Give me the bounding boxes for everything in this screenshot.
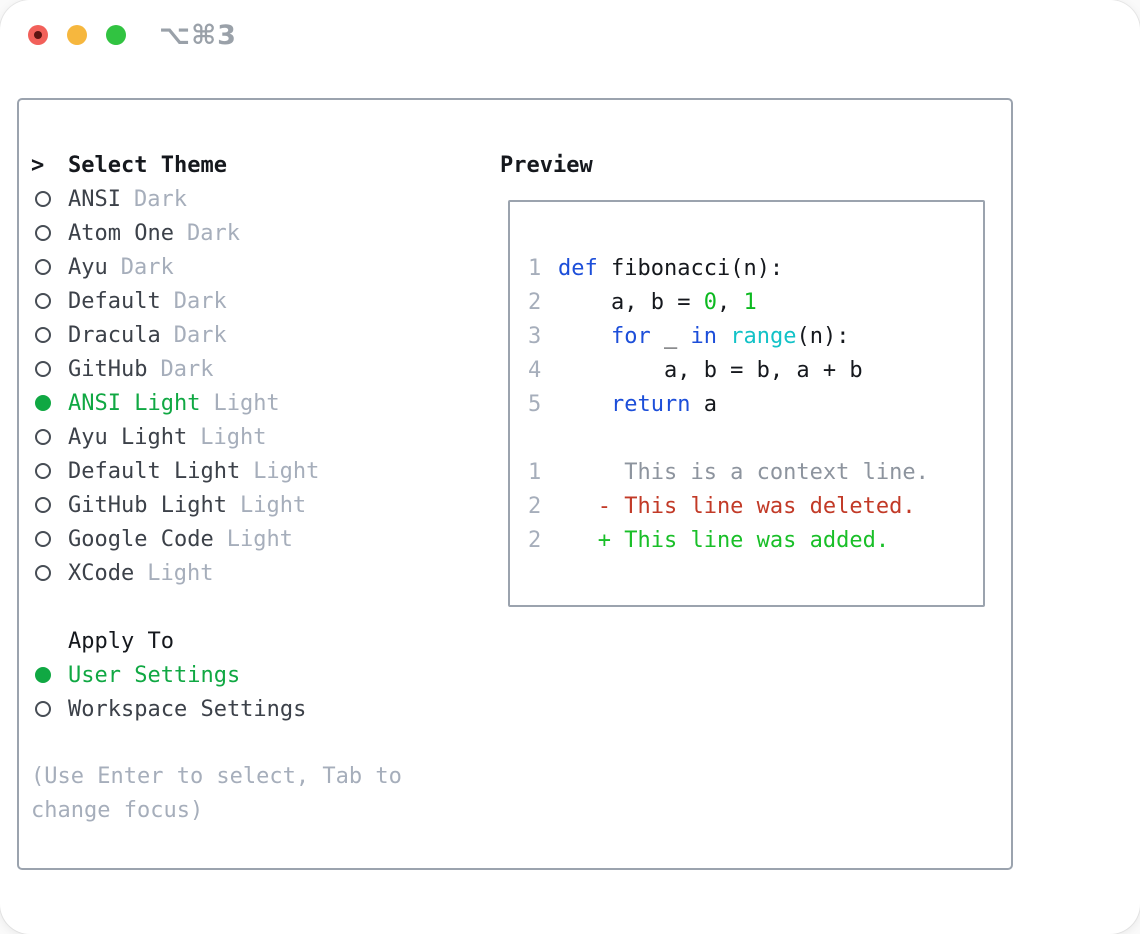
theme-variant-tag: Dark — [173, 288, 227, 314]
line-number: 2 — [528, 493, 542, 519]
theme-variant-tag: Light — [253, 458, 320, 484]
radio-icon — [31, 225, 68, 241]
theme-variant-tag: Light — [239, 492, 307, 518]
theme-variant-tag: Light — [147, 560, 214, 586]
diff-text: This is a context line. — [558, 459, 929, 485]
line-number: 4 — [528, 357, 542, 383]
code-line: 3 for _ in range(n): — [528, 319, 983, 353]
theme-variant-tag: Dark — [160, 356, 214, 382]
traffic-lights — [28, 25, 126, 45]
radio-selected-icon — [31, 667, 68, 683]
keyboard-hint: (Use Enter to select, Tab to change focu… — [31, 764, 402, 823]
code-text: def fibonacci(n): — [558, 255, 784, 281]
theme-variant-tag: Light — [213, 390, 280, 416]
apply-option-user-settings[interactable]: User Settings — [31, 658, 306, 692]
theme-name: ANSI — [68, 186, 121, 212]
radio-icon — [31, 531, 68, 547]
titlebar: ⌥⌘3 — [0, 0, 1140, 70]
minimize-button[interactable] — [67, 25, 87, 45]
diff-text: - This line was deleted. — [558, 493, 916, 519]
code-text: a, b = b, a + b — [558, 357, 863, 383]
theme-variant-tag: Light — [226, 526, 293, 552]
code-text: a, b = 0, 1 — [558, 289, 757, 315]
code-line: 2 a, b = 0, 1 — [528, 285, 983, 319]
preview-title: Preview — [500, 152, 593, 178]
apply-option-label: User Settings — [68, 662, 241, 688]
code-line: 1 def fibonacci(n): — [528, 251, 983, 285]
radio-icon — [31, 463, 68, 479]
line-number: 1 — [528, 459, 542, 485]
theme-name: GitHub — [68, 356, 148, 382]
theme-variant-tag: Dark — [186, 220, 240, 246]
theme-name: Default — [68, 288, 161, 314]
theme-name: Dracula — [68, 322, 161, 348]
code-line: 5 return a — [528, 387, 983, 421]
theme-name: Ayu — [68, 254, 108, 280]
theme-option-dracula[interactable]: Dracula Dark — [31, 318, 319, 352]
theme-option-github[interactable]: GitHub Dark — [31, 352, 319, 386]
theme-option-ansi[interactable]: ANSI Dark — [31, 182, 319, 216]
line-number: 1 — [528, 255, 542, 281]
theme-option-xcode[interactable]: XCode Light — [31, 556, 319, 590]
diff-preview: 1 This is a context line.2 - This line w… — [528, 455, 983, 557]
radio-selected-icon — [31, 395, 68, 411]
radio-icon — [31, 259, 68, 275]
theme-list-header: > Select Theme — [31, 148, 319, 182]
line-number: 2 — [528, 527, 542, 553]
radio-icon — [31, 327, 68, 343]
theme-name: GitHub Light — [68, 492, 227, 518]
theme-variant-tag: Dark — [120, 254, 174, 280]
line-number: 3 — [528, 323, 542, 349]
radio-icon — [31, 293, 68, 309]
apply-to-title: Apply To — [68, 628, 174, 654]
theme-option-ayu-light[interactable]: Ayu Light Light — [31, 420, 319, 454]
theme-option-default[interactable]: Default Dark — [31, 284, 319, 318]
diff-line-context: 1 This is a context line. — [528, 455, 983, 489]
theme-variant-tag: Light — [200, 424, 267, 450]
diff-line-deleted: 2 - This line was deleted. — [528, 489, 983, 523]
theme-option-ayu[interactable]: Ayu Dark — [31, 250, 319, 284]
radio-icon — [31, 565, 68, 581]
code-text: for _ in range(n): — [610, 323, 850, 349]
radio-icon — [31, 497, 68, 513]
diff-text: + This line was added. — [558, 527, 890, 553]
close-button[interactable] — [28, 25, 48, 45]
maximize-button[interactable] — [106, 25, 126, 45]
apply-to-header: Apply To — [31, 624, 306, 658]
line-number: 2 — [528, 289, 542, 315]
code-text: return a — [610, 391, 717, 417]
radio-icon — [31, 191, 68, 207]
theme-name: Google Code — [68, 526, 214, 552]
theme-option-atom-one[interactable]: Atom One Dark — [31, 216, 319, 250]
theme-option-google-code[interactable]: Google Code Light — [31, 522, 319, 556]
theme-variant-tag: Dark — [173, 322, 227, 348]
radio-icon — [31, 361, 68, 377]
line-number: 5 — [528, 391, 542, 417]
theme-variant-tag: Dark — [133, 186, 187, 212]
theme-list-title: Select Theme — [68, 152, 227, 178]
code-line: 4 a, b = b, a + b — [528, 353, 983, 387]
theme-name: Default Light — [68, 458, 241, 484]
radio-icon — [31, 429, 68, 445]
theme-name: Ayu Light — [68, 424, 188, 450]
theme-option-github-light[interactable]: GitHub Light Light — [31, 488, 319, 522]
apply-option-label: Workspace Settings — [68, 696, 307, 722]
theme-name: ANSI Light — [68, 390, 201, 416]
apply-option-workspace-settings[interactable]: Workspace Settings — [31, 692, 306, 726]
radio-icon — [31, 701, 68, 717]
focus-caret-icon: > — [31, 152, 45, 178]
theme-option-default-light[interactable]: Default Light Light — [31, 454, 319, 488]
theme-option-ansi-light[interactable]: ANSI Light Light — [31, 386, 319, 420]
theme-name: XCode — [68, 560, 135, 586]
diff-line-added: 2 + This line was added. — [528, 523, 983, 557]
theme-name: Atom One — [68, 220, 174, 246]
window-shortcut-label: ⌥⌘3 — [159, 19, 237, 51]
